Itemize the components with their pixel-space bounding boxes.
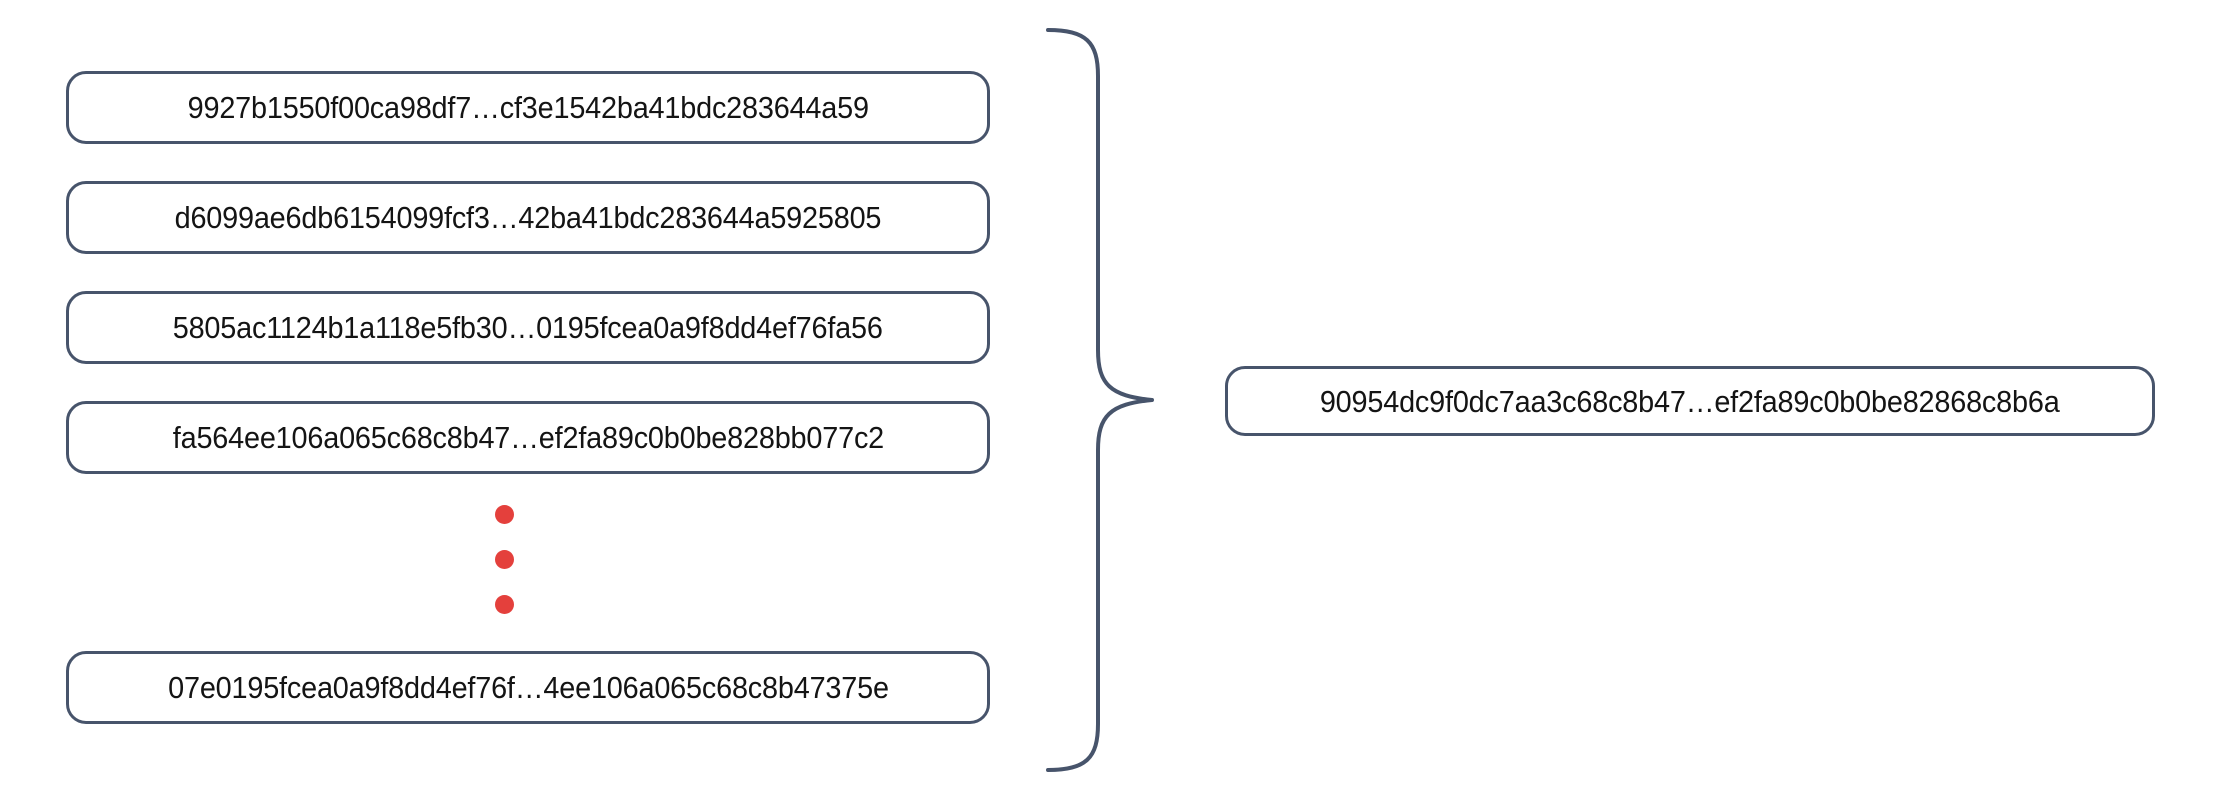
aggregated-hash-value-text: 90954dc9f0dc7aa3c68c8b47…ef2fa89c0b0be82… <box>1320 383 2060 419</box>
ellipsis-dot-icon <box>495 595 514 614</box>
ellipsis-dot-icon <box>495 550 514 569</box>
hash-box-output[interactable]: 90954dc9f0dc7aa3c68c8b47…ef2fa89c0b0be82… <box>1225 366 2155 436</box>
hash-value-text: d6099ae6db6154099fcf3…42ba41bdc283644a59… <box>174 200 882 235</box>
curly-brace-icon <box>1040 20 1160 780</box>
hash-box-input-4[interactable]: fa564ee106a065c68c8b47…ef2fa89c0b0be828b… <box>66 401 990 474</box>
ellipsis-dot-icon <box>495 505 514 524</box>
hash-box-input-2[interactable]: d6099ae6db6154099fcf3…42ba41bdc283644a59… <box>66 181 990 254</box>
vertical-ellipsis-icon <box>495 505 515 615</box>
hash-box-input-3[interactable]: 5805ac1124b1a118e5fb30…0195fcea0a9f8dd4e… <box>66 291 990 364</box>
hash-box-input-5[interactable]: 07e0195fcea0a9f8dd4ef76f…4ee106a065c68c8… <box>66 651 990 724</box>
hash-value-text: 07e0195fcea0a9f8dd4ef76f…4ee106a065c68c8… <box>167 670 889 705</box>
hash-value-text: 5805ac1124b1a118e5fb30…0195fcea0a9f8dd4e… <box>172 310 883 345</box>
hash-value-text: 9927b1550f00ca98df7…cf3e1542ba41bdc28364… <box>187 90 869 125</box>
hash-box-input-1[interactable]: 9927b1550f00ca98df7…cf3e1542ba41bdc28364… <box>66 71 990 144</box>
hash-value-text: fa564ee106a065c68c8b47…ef2fa89c0b0be828b… <box>172 420 884 455</box>
